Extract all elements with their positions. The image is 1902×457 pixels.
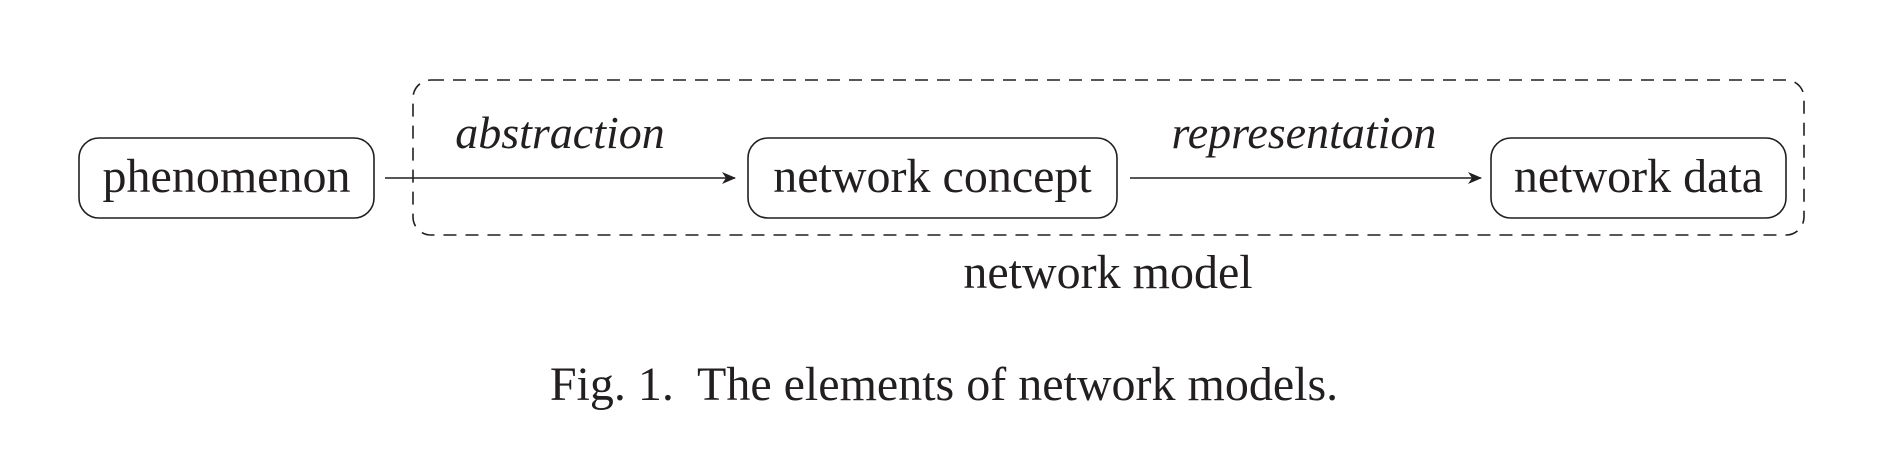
network-concept-label: network concept (773, 150, 1092, 203)
abstraction-label: abstraction (455, 107, 665, 158)
figure-caption: Fig. 1. The elements of network models. (550, 358, 1338, 411)
network-concept-node (747, 137, 1118, 219)
phenomenon-node (78, 137, 375, 219)
representation-label: representation (1172, 107, 1437, 158)
phenomenon-label: phenomenon (103, 150, 351, 203)
network-data-node (1490, 137, 1787, 219)
network-model-label: network model (963, 246, 1252, 299)
network-data-label: network data (1514, 150, 1763, 203)
network-model-group (412, 79, 1805, 236)
